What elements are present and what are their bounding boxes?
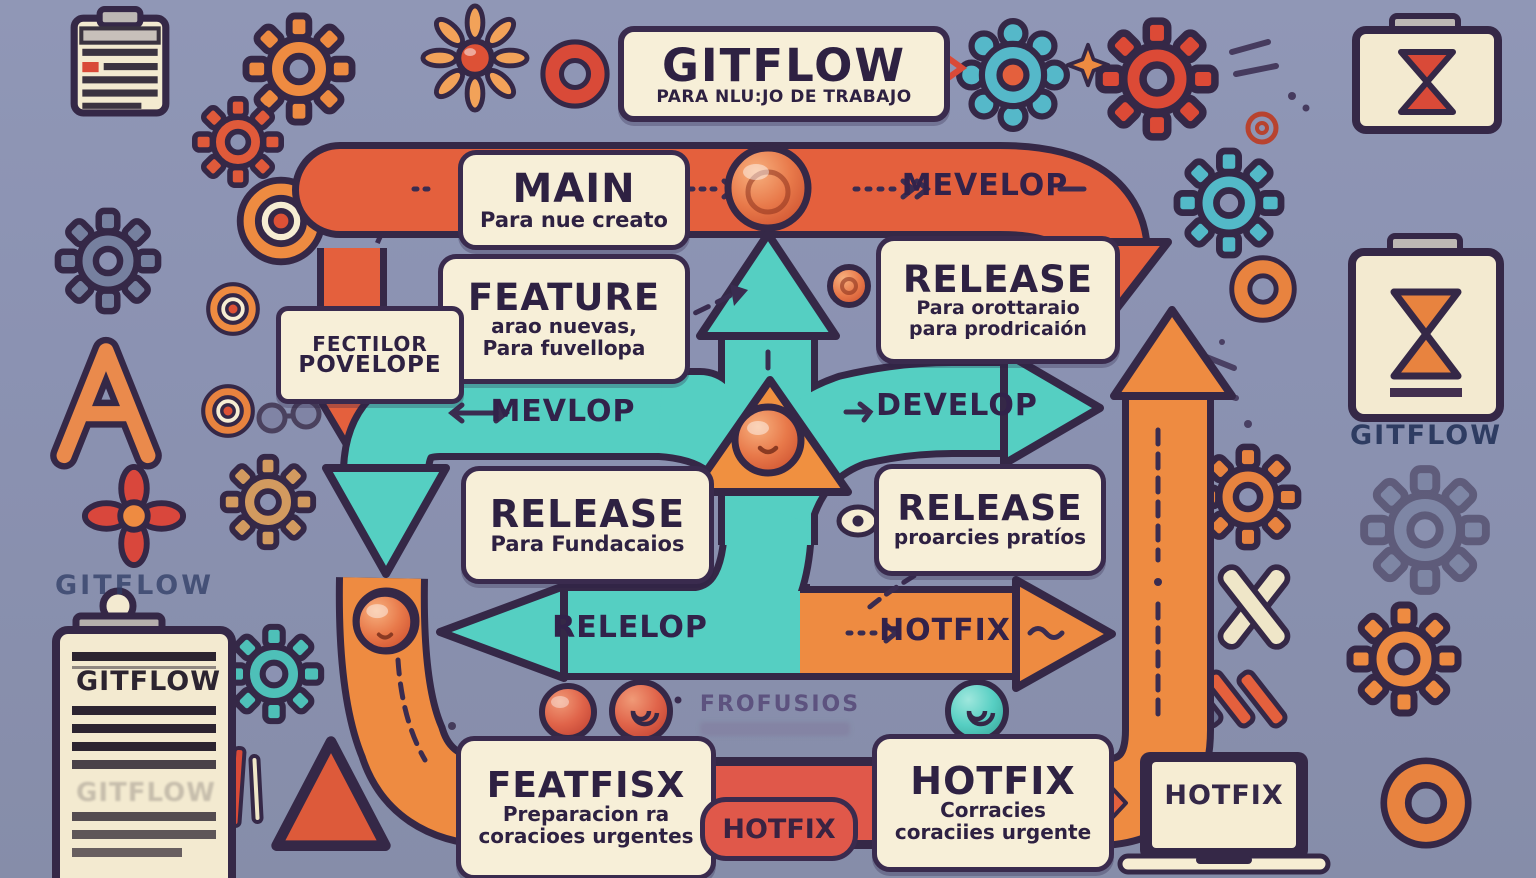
gitflow-faded-left-label: GITFLOW [55, 570, 215, 601]
title-box: GITFLOW PARA NLU:JO DE TRABAJO [618, 26, 950, 122]
release-left-box: RELEASE Para Fundacaios [461, 466, 714, 584]
release-left-title: RELEASE [489, 491, 686, 536]
featfisx-sub2: coracioes urgentes [478, 824, 694, 848]
gitflow-right-label: GITFLOW [1350, 420, 1503, 451]
release-right-title: RELEASE [897, 488, 1083, 530]
target-icon [208, 284, 258, 334]
gitflow-clipboard-label: GITFLOW [76, 666, 222, 697]
feature-box-sub1: arao nuevas, [491, 313, 637, 338]
page-title: GITFLOW [661, 38, 907, 92]
a-frame-icon [64, 351, 148, 456]
release-top-box: RELEASE Para orottaraio para prodricaión [876, 236, 1120, 364]
feature-box-sub2: Para fuvellopa [482, 335, 646, 360]
hourglass-clipboard-icon [1352, 13, 1502, 134]
relelop-label: RELELOP [552, 610, 708, 645]
laptop-icon [1117, 752, 1331, 875]
main-box-sub: Para nue creato [480, 207, 668, 232]
hotfix-box-title: HOTFIX [910, 759, 1076, 804]
release-top-sub1: Para orottaraio [916, 296, 1080, 319]
gear-icon [1099, 21, 1215, 137]
develop-left-label: MEVLOP [490, 394, 636, 429]
laptop-screen-label: HOTFIX [1164, 780, 1284, 811]
dot-doodle [448, 722, 456, 730]
gear-icon [1177, 151, 1281, 255]
x-cross-icon [1217, 563, 1292, 650]
donut-icon [543, 42, 607, 106]
hotfix-box-sub1: Corracies [940, 798, 1046, 823]
fectilor-line2: POVELOPE [298, 351, 442, 378]
fectilor-box: FECTILOR POVELOPE [276, 306, 464, 404]
code-doodle-icon [1229, 39, 1310, 112]
hotfix-box-sub2: coraciies urgente [894, 820, 1092, 844]
release-left-sub: Para Fundacaios [490, 531, 685, 556]
flower-gear-icon [959, 21, 1067, 129]
gear-icon [58, 211, 158, 311]
feature-box-title: FEATURE [467, 275, 661, 319]
donut-icon [1232, 258, 1294, 320]
pinwheel-icon [85, 467, 183, 565]
release-right-sub: proarcies pratíos [893, 525, 1087, 550]
gear-outline-doodle-icon [1245, 111, 1279, 145]
page-subtitle: PARA NLU:JO DE TRABAJO [656, 86, 912, 107]
hotfix-box: HOTFIX Corracies coraciies urgente [872, 734, 1114, 872]
featfisx-sub1: Preparacion ra [502, 802, 670, 827]
develop-right-label: DEVELOP [876, 388, 1038, 423]
release-right-box: RELEASE proarcies pratíos [874, 464, 1106, 576]
gear-icon [223, 457, 313, 547]
release-top-sub2: para prodricaión [909, 317, 1087, 340]
frofusios-ghost-bar [700, 722, 850, 736]
frofusios-label: FROFUSIOS [699, 692, 861, 717]
donut-icon [1384, 761, 1468, 845]
gitflow-clipboard-ghost-label: GITFLOW [76, 778, 216, 808]
release-top-title: RELEASE [902, 257, 1094, 301]
featfisx-title: FEATFISX [486, 765, 686, 807]
hourglass-clipboard-icon [1348, 233, 1504, 422]
featfisx-box: FEATFISX Preparacion ra coracioes urgent… [456, 736, 716, 878]
hotfix-badge: HOTFIX [700, 797, 858, 861]
fectilor-line1: FECTILOR [312, 331, 428, 356]
ghost-gear-icon [1364, 469, 1486, 591]
clipboard-icon [74, 9, 166, 113]
hotfix-arrow-label: HOTFIX [879, 613, 1011, 648]
gear-icon [1350, 605, 1458, 713]
gear-icon [227, 627, 321, 721]
sun-icon [423, 6, 527, 110]
develop-top-label: MEVELOP [901, 168, 1069, 203]
gear-icon [195, 99, 281, 185]
glasses-doodle-icon [256, 398, 322, 434]
clipboard-gitflow-icon [52, 587, 236, 878]
main-box-title: MAIN [512, 165, 636, 212]
main-box: MAIN Para nue creato [458, 150, 690, 250]
feature-box: FEATURE arao nuevas, Para fuvellopa [438, 254, 690, 384]
sphere-bead-icon [357, 594, 413, 650]
target-icon [203, 386, 253, 436]
